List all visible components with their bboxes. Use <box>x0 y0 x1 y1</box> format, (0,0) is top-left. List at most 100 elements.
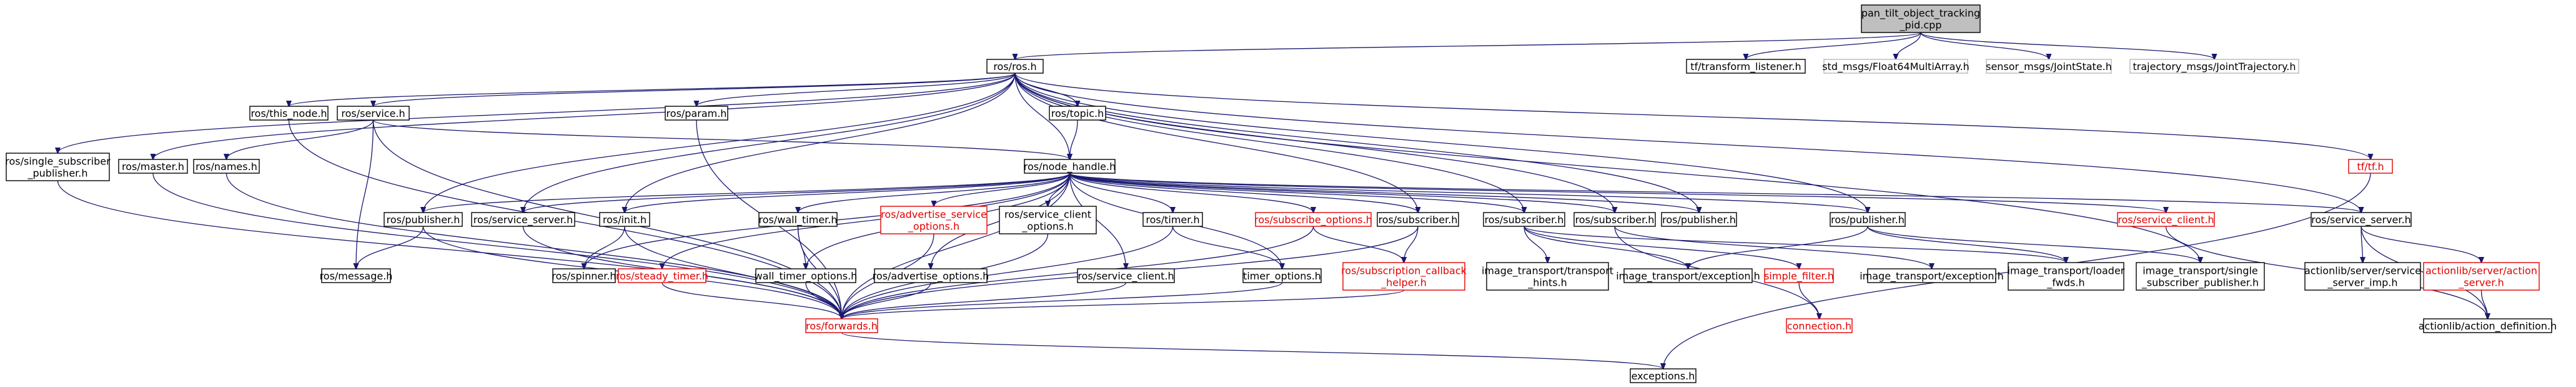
edge-service-to-message <box>356 119 374 269</box>
node-connection[interactable]: connection.h <box>1786 318 1853 333</box>
edge-node_handle-to-publisher2 <box>1069 173 1700 213</box>
node-box <box>2129 59 2299 74</box>
node-param[interactable]: ros/param.h <box>665 106 728 121</box>
node-root[interactable]: pan_tilt_object_tracking_pid.cpp <box>1861 4 1981 33</box>
node-node-handle[interactable]: ros/node_handle.h <box>1024 159 1116 174</box>
node-forwards[interactable]: ros/forwards.h <box>805 318 878 333</box>
node-exceptions[interactable]: exceptions.h <box>1630 368 1697 383</box>
node-box <box>2136 262 2265 291</box>
node-tf-h[interactable]: tf/tf.h <box>2348 159 2393 174</box>
node-box <box>384 212 463 227</box>
node-subscriber3[interactable]: ros/subscriber.h <box>1573 212 1656 227</box>
edge-service-to-names <box>227 119 374 159</box>
node-topic[interactable]: ros/topic.h <box>1049 106 1106 121</box>
node-box <box>1661 212 1737 227</box>
node-traj-msgs[interactable]: trajectory_msgs/JointTrajectory.h <box>2129 59 2299 74</box>
node-box <box>1077 268 1175 283</box>
edge-service_client2-to-forwards <box>842 282 1127 319</box>
node-box <box>986 59 1044 74</box>
node-timer[interactable]: ros/timer.h <box>1142 212 1203 227</box>
edge-action_server-to-action_definition <box>2480 289 2488 319</box>
edge-node_handle-to-forwards <box>842 173 1071 319</box>
edge-node_handle-to-steady_timer <box>662 173 1071 269</box>
node-single-sub-pub[interactable]: ros/single_subscriber_publisher.h <box>5 153 111 181</box>
edge-node_handle-to-wall_timer <box>798 173 1071 213</box>
node-service-client-red[interactable]: ros/service_client.h <box>2117 212 2215 227</box>
edge-simple_filter-to-connection <box>1798 282 1820 319</box>
edge-ros_ros-to-node_handle <box>1014 73 1070 159</box>
edge-subscribe_options-to-subscription_callback_helper <box>1312 226 1404 263</box>
node-names[interactable]: ros/names.h <box>193 159 260 174</box>
node-single-sub-pub2[interactable]: image_transport/single_subscriber_publis… <box>2136 262 2265 291</box>
node-action-definition[interactable]: actionlib/action_definition.h <box>2419 318 2557 333</box>
node-label: image_transport/exception.h <box>1860 270 2004 283</box>
node-label: ros/forwards.h <box>806 320 878 332</box>
node-box <box>1142 212 1203 227</box>
edge-ros_ros-to-publisher2 <box>1014 73 1699 213</box>
node-message[interactable]: ros/message.h <box>320 268 393 283</box>
node-label: _pid.cpp <box>1900 19 1942 32</box>
node-publisher3[interactable]: ros/publisher.h <box>1830 212 1906 227</box>
node-wall-timer[interactable]: ros/wall_timer.h <box>758 212 838 227</box>
node-box <box>805 318 878 333</box>
node-label: ros/subscribe_options.h <box>1254 214 1372 226</box>
edge-publisher1-to-message <box>356 226 424 269</box>
node-subscriber1[interactable]: ros/subscriber.h <box>1377 212 1459 227</box>
node-wall-timer-options[interactable]: wall_timer_options.h <box>755 268 858 283</box>
edge-subscriber2-to-simple_filter <box>1523 226 1799 269</box>
node-box <box>2117 212 2215 227</box>
node-label: ros/subscriber.h <box>1379 214 1458 226</box>
node-exception2[interactable]: image_transport/exception.h <box>1860 268 2004 283</box>
edge-ros_ros-to-param <box>696 73 1016 106</box>
node-box <box>665 106 728 121</box>
edge-ros_ros-to-master <box>153 73 1016 159</box>
node-subscribe-options[interactable]: ros/subscribe_options.h <box>1254 212 1372 227</box>
node-box <box>1867 268 1996 283</box>
node-advertise-service-options[interactable]: ros/advertise_service_options.h <box>880 206 988 234</box>
node-service-client2[interactable]: ros/service_client.h <box>1077 268 1175 283</box>
node-action-server[interactable]: actionlib/server/action_server.h <box>2423 262 2540 291</box>
node-tf-listener[interactable]: tf/transform_listener.h <box>1686 59 1806 74</box>
node-label: ros/service_client.h <box>1077 270 1174 283</box>
node-subscription-callback-helper[interactable]: ros/subscription_callback_helper.h <box>1341 262 1467 291</box>
node-service[interactable]: ros/service.h <box>337 106 410 121</box>
node-box <box>1786 318 1853 333</box>
edge-steady_timer-to-forwards <box>661 282 842 319</box>
node-service-server2[interactable]: ros/service_server.h <box>2311 212 2412 227</box>
node-advertise-options[interactable]: ros/advertise_options.h <box>873 268 989 283</box>
node-label: tf/transform_listener.h <box>1690 61 1801 73</box>
node-subscriber2[interactable]: ros/subscriber.h <box>1483 212 1565 227</box>
node-box <box>599 212 650 227</box>
edge-ros_ros-to-publisher1 <box>424 73 1016 213</box>
node-timer-options[interactable]: timer_options.h <box>1242 268 1322 283</box>
node-sensor-msgs[interactable]: sensor_msgs/JointState.h <box>1986 59 2112 74</box>
node-service-server1[interactable]: ros/service_server.h <box>471 212 575 227</box>
node-box <box>1830 212 1906 227</box>
node-ros-ros[interactable]: ros/ros.h <box>986 59 1044 74</box>
node-this-node[interactable]: ros/this_node.h <box>249 106 329 121</box>
node-label: ros/single_subscriber <box>5 156 111 168</box>
edge-advertise_options-to-forwards <box>842 282 931 319</box>
node-publisher1[interactable]: ros/publisher.h <box>384 212 463 227</box>
node-service-client-options[interactable]: ros/service_client_options.h <box>999 206 1097 234</box>
node-box <box>1486 262 1609 291</box>
node-box <box>249 106 329 121</box>
node-exception1[interactable]: image_transport/exception.h <box>1616 268 1760 283</box>
node-std-msgs[interactable]: std_msgs/Float64MultiArray.h <box>1822 59 1969 74</box>
node-master[interactable]: ros/master.h <box>118 159 188 174</box>
node-label: sensor_msgs/JointState.h <box>1986 61 2112 73</box>
node-init[interactable]: ros/init.h <box>599 212 650 227</box>
node-steady-timer[interactable]: ros/steady_timer.h <box>616 268 708 283</box>
node-label: pan_tilt_object_tracking <box>1861 8 1980 20</box>
node-spinner[interactable]: ros/spinner.h <box>552 268 617 283</box>
node-label: wall_timer_options.h <box>755 270 858 283</box>
node-box <box>880 206 988 234</box>
edge-init-to-spinner <box>584 226 625 269</box>
node-transport-hints[interactable]: image_transport/transport_hints.h <box>1482 262 1613 291</box>
node-label: ros/timer.h <box>1146 214 1199 226</box>
node-service-server-imp[interactable]: actionlib/server/service_server_imp.h <box>2304 262 2421 291</box>
node-simple-filter[interactable]: simple_filter.h <box>1764 268 1834 283</box>
node-loader-fwds[interactable]: image_transport/loader_fwds.h <box>2008 262 2125 291</box>
node-publisher2[interactable]: ros/publisher.h <box>1661 212 1737 227</box>
